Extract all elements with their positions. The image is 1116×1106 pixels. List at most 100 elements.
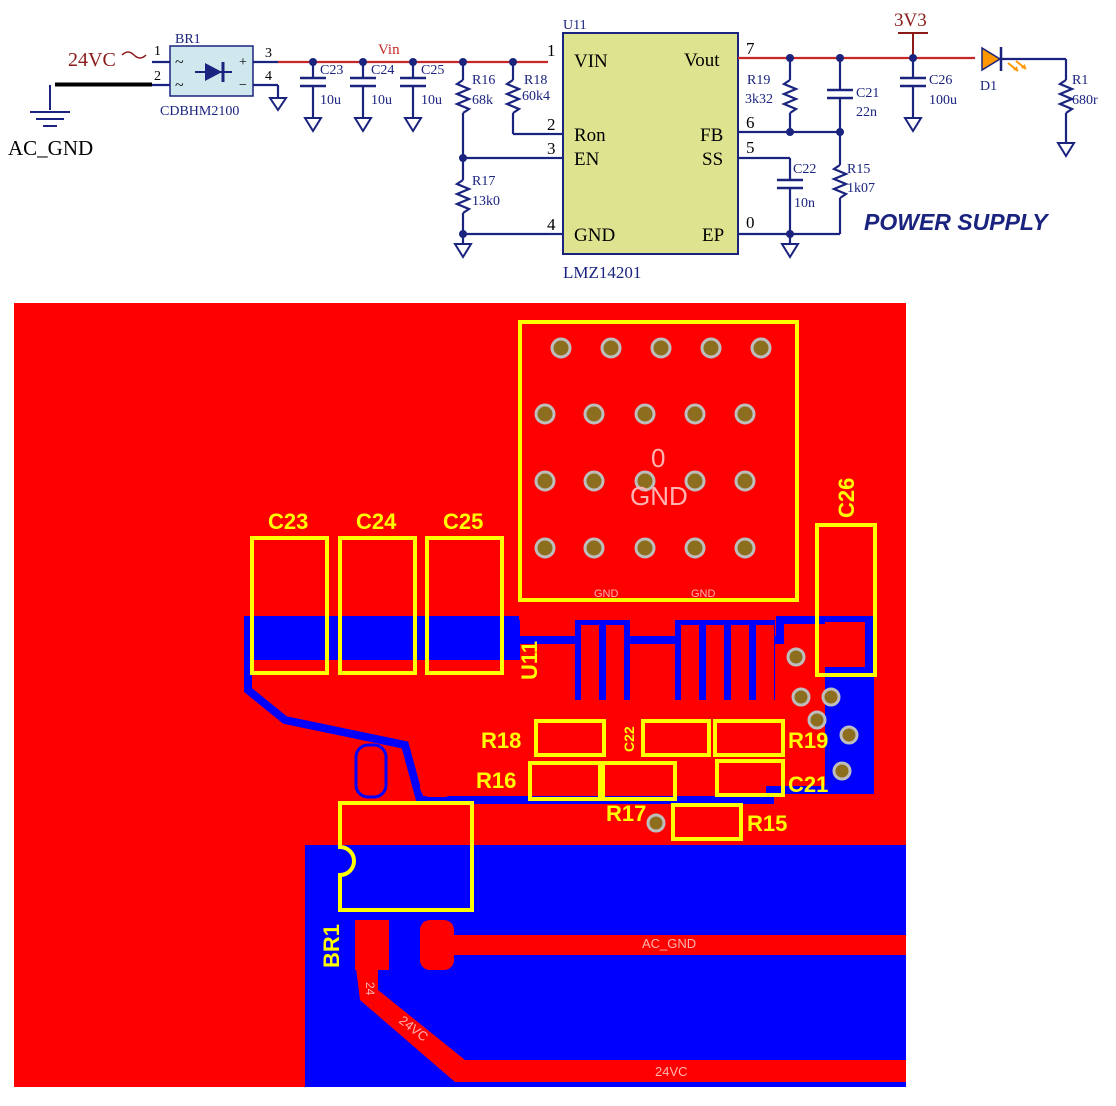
ground-icon <box>780 243 800 259</box>
svg-text:Vout: Vout <box>684 50 720 71</box>
pcb-bottom-copper <box>305 845 906 1087</box>
c22-footprint <box>641 719 711 757</box>
c23-footprint <box>250 536 329 675</box>
via <box>550 337 572 359</box>
u11-value: LMZ14201 <box>563 263 641 282</box>
svg-text:GND: GND <box>594 588 619 600</box>
pad-label-24: 24 <box>363 982 377 996</box>
via <box>684 403 706 425</box>
u11-ref: U11 <box>563 18 587 33</box>
svg-text:R16: R16 <box>472 73 495 88</box>
via <box>750 337 772 359</box>
svg-text:2: 2 <box>154 69 161 84</box>
svg-text:10u: 10u <box>421 93 442 108</box>
resistor-r1 <box>1057 79 1075 114</box>
svg-text:R17: R17 <box>606 801 646 826</box>
schematic: 24VC AC_GND BR1 ~ ~ + − CDBHM2100 1 2 3 … <box>8 10 1098 282</box>
earth-ground-icon <box>30 111 70 127</box>
svg-text:FB: FB <box>700 125 723 146</box>
pcb-layout: AC_GND 24VC 24VC 24 0 GND GND GND C23 C2… <box>14 303 906 1087</box>
svg-text:GND: GND <box>691 588 716 600</box>
via <box>600 337 622 359</box>
svg-text:−: − <box>239 78 247 93</box>
via <box>634 403 656 425</box>
net-label-3v3: 3V3 <box>894 10 927 31</box>
svg-text:C22: C22 <box>621 726 637 752</box>
br1-body <box>169 45 254 97</box>
svg-text:EN: EN <box>574 149 600 170</box>
svg-text:C23: C23 <box>268 509 308 534</box>
ground-icon <box>1056 142 1076 158</box>
capacitor-c21 <box>827 88 853 100</box>
via <box>534 537 556 559</box>
svg-text:C26: C26 <box>929 73 952 88</box>
trace-24vc <box>355 960 906 1082</box>
via <box>734 537 756 559</box>
led-icon <box>981 46 1027 72</box>
svg-text:R19: R19 <box>788 728 828 753</box>
svg-text:C21: C21 <box>856 86 879 101</box>
resistor-r19 <box>781 79 799 114</box>
ground-icon <box>303 117 323 133</box>
svg-text:3k32: 3k32 <box>745 92 773 107</box>
r18-footprint <box>534 719 606 757</box>
capacitor-c25 <box>400 58 426 133</box>
via <box>583 537 605 559</box>
svg-text:7: 7 <box>746 39 755 58</box>
ground-icon <box>403 117 423 133</box>
pad-net-gnd: GND <box>630 481 688 511</box>
svg-text:BR1: BR1 <box>319 924 344 968</box>
svg-text:C23: C23 <box>320 63 343 78</box>
svg-text:C25: C25 <box>443 509 483 534</box>
schematic-title: POWER SUPPLY <box>864 209 1050 235</box>
svg-text:R15: R15 <box>747 811 787 836</box>
svg-text:Ron: Ron <box>574 125 606 146</box>
thermal-vias <box>534 337 772 559</box>
svg-text:R15: R15 <box>847 162 870 177</box>
resistor-r16 <box>454 79 472 114</box>
svg-text:68k: 68k <box>472 93 493 108</box>
svg-text:6: 6 <box>746 113 755 132</box>
svg-text:+: + <box>239 55 247 70</box>
svg-text:22n: 22n <box>856 105 877 120</box>
svg-text:3: 3 <box>265 46 272 61</box>
resistor-r15 <box>831 164 849 199</box>
svg-text:R18: R18 <box>481 728 521 753</box>
via <box>684 470 706 492</box>
via <box>583 403 605 425</box>
svg-text:R1: R1 <box>1072 73 1088 88</box>
svg-text:5: 5 <box>746 138 755 157</box>
svg-text:C24: C24 <box>356 509 397 534</box>
d1-ref: D1 <box>980 79 997 94</box>
via <box>534 470 556 492</box>
svg-text:1k07: 1k07 <box>847 181 875 196</box>
via <box>634 537 656 559</box>
capacitor-c24 <box>350 58 376 133</box>
svg-text:R18: R18 <box>524 73 547 88</box>
svg-text:4: 4 <box>265 69 272 84</box>
r16-footprint <box>528 761 602 801</box>
svg-text:60k4: 60k4 <box>522 89 550 104</box>
via <box>734 403 756 425</box>
c21-footprint <box>715 759 785 797</box>
via <box>734 470 756 492</box>
via <box>650 337 672 359</box>
svg-text:2: 2 <box>547 115 556 134</box>
br1-footprint <box>338 801 474 912</box>
via <box>684 537 706 559</box>
svg-text:VIN: VIN <box>574 51 608 72</box>
c24-footprint <box>338 536 417 675</box>
svg-text:GND: GND <box>574 225 615 246</box>
r19-footprint <box>713 719 785 757</box>
c25-footprint <box>425 536 504 675</box>
u11-footprint <box>518 320 799 602</box>
svg-text:C25: C25 <box>421 63 444 78</box>
svg-text:U11: U11 <box>517 641 542 680</box>
trace-label-ac-gnd: AC_GND <box>642 936 696 951</box>
svg-text:~: ~ <box>175 54 184 71</box>
ground-icon <box>268 97 288 112</box>
svg-text:0: 0 <box>746 213 755 232</box>
svg-text:1: 1 <box>547 41 556 60</box>
net-label-24vc: 24VC <box>68 49 116 71</box>
